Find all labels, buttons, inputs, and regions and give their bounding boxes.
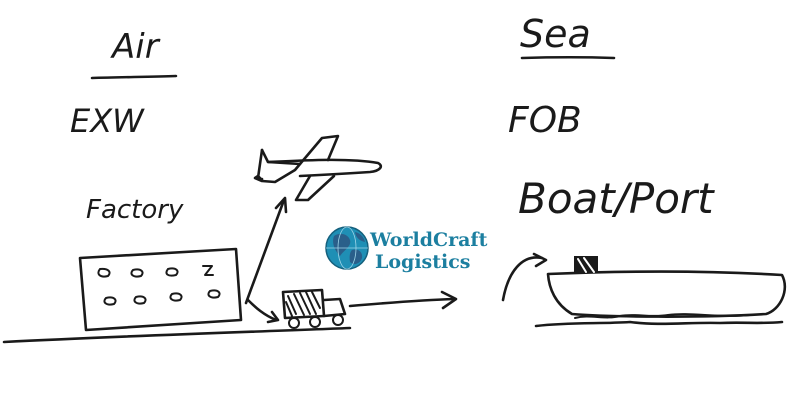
- company-logo: WorldCraft Logistics: [325, 226, 488, 273]
- water-line: [534, 320, 784, 328]
- globe-icon: [325, 226, 369, 270]
- arrow-to-airplane: [244, 196, 288, 305]
- sea-heading: Sea: [520, 12, 591, 56]
- factory-icon: [78, 247, 243, 332]
- arrow-to-truck: [246, 298, 280, 324]
- air-heading-underline: [90, 74, 178, 80]
- boat-port-label: Boat/Port: [518, 174, 715, 223]
- arrow-to-port: [348, 290, 458, 310]
- ship-icon: [546, 256, 787, 318]
- air-term: EXW: [70, 102, 145, 140]
- water-wave: [574, 313, 751, 319]
- logo-line1: WorldCraft: [369, 229, 488, 251]
- sea-term: FOB: [508, 100, 582, 141]
- air-heading: Air: [110, 27, 161, 67]
- sea-heading-underline: [520, 55, 616, 60]
- ground-line-left: [2, 326, 352, 344]
- loading-arrow: [501, 252, 548, 302]
- factory-label: Factory: [86, 195, 184, 225]
- truck-icon: [281, 288, 347, 329]
- logo-line2: Logistics: [375, 251, 471, 273]
- airplane-icon: [253, 134, 383, 202]
